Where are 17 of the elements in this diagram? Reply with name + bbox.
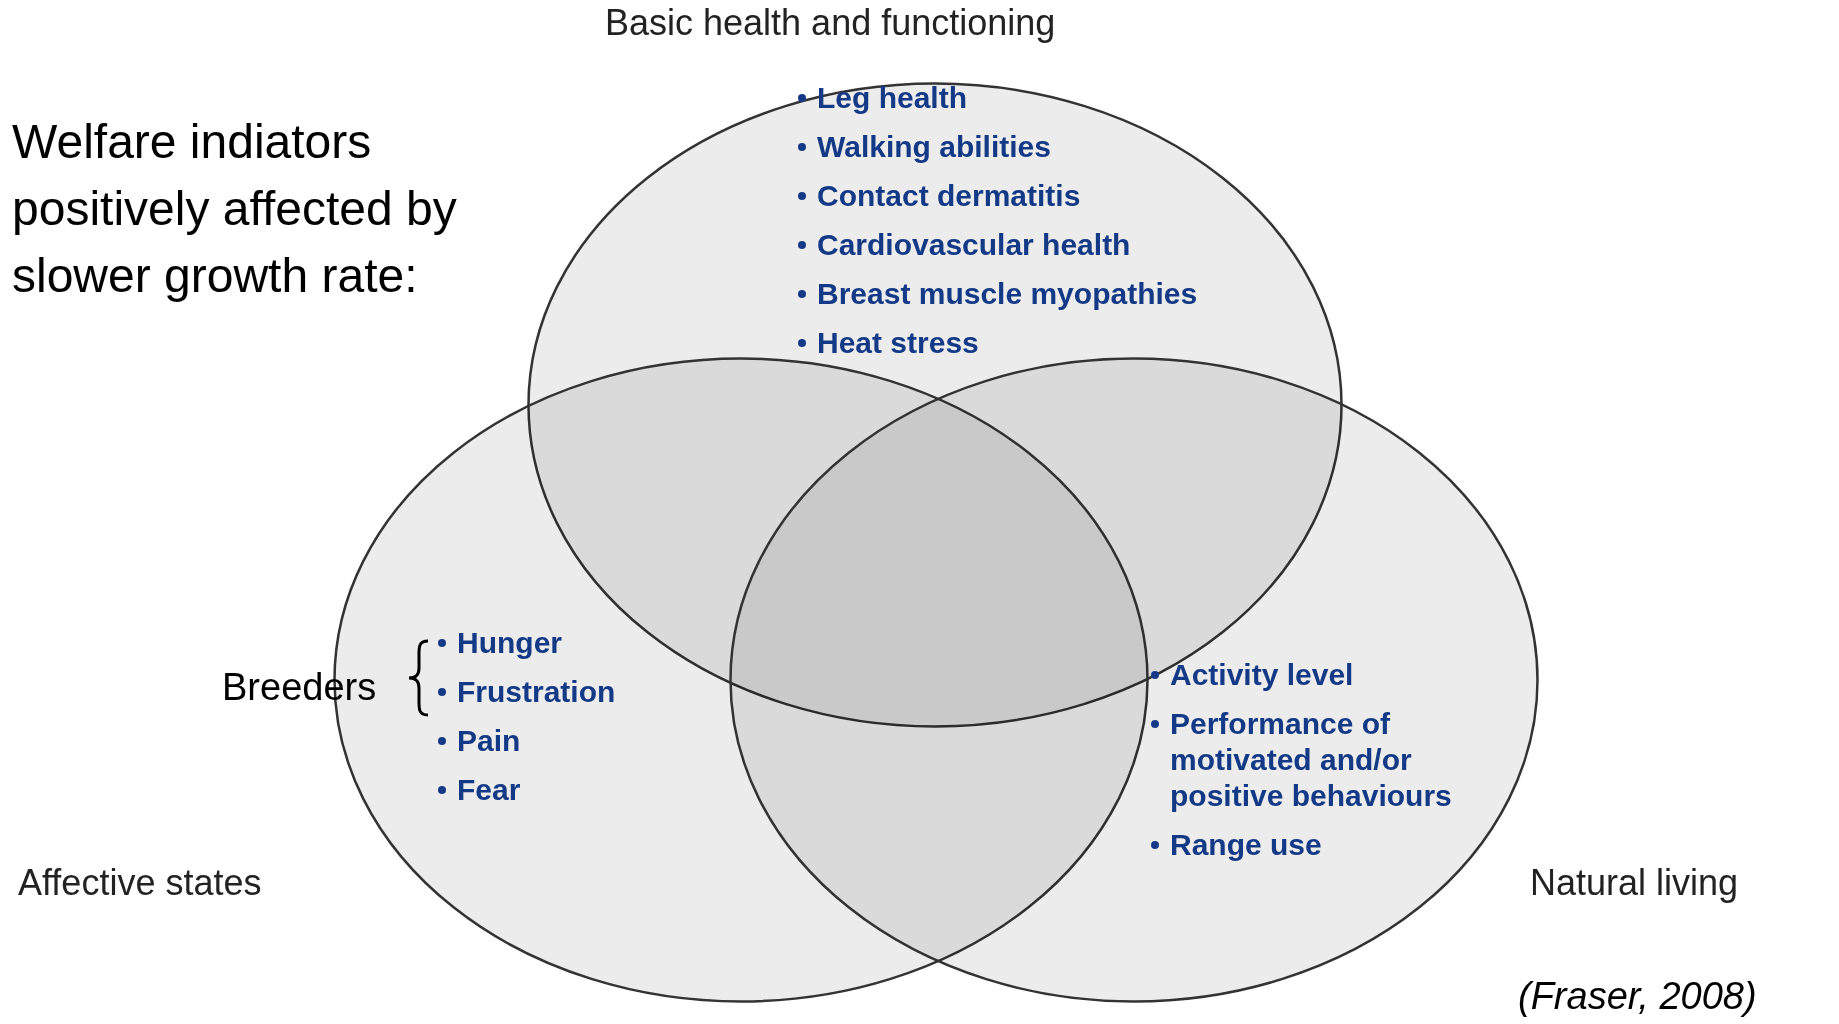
- title: Welfare indiators positively affected by slower growth rate:: [12, 114, 458, 304]
- bullet-item: Activity level: [1148, 657, 1508, 693]
- circle-heading: Natural living: [1530, 862, 1739, 904]
- bullet-item: Frustration: [435, 674, 735, 710]
- bullet-item: Heat stress: [795, 325, 1355, 361]
- bullet-item: Performance of motivated and/or positive behaviours: [1148, 706, 1508, 814]
- bullet-item: Fear: [435, 772, 735, 808]
- circle-heading: Affective states: [18, 862, 262, 904]
- bullet-item: Cardiovascular health: [795, 227, 1355, 263]
- bullet-item: Range use: [1148, 827, 1508, 863]
- bullet-item: Hunger: [435, 625, 735, 661]
- caption: (Fraser, 2008): [1518, 975, 1757, 1018]
- circle-heading: Basic health and functioning: [605, 2, 1056, 44]
- bullet-item: Contact dermatitis: [795, 178, 1355, 214]
- bullet-item: Walking abilities: [795, 129, 1355, 165]
- bullet-item: Breast muscle myopathies: [795, 276, 1355, 312]
- bullet-item: Pain: [435, 723, 735, 759]
